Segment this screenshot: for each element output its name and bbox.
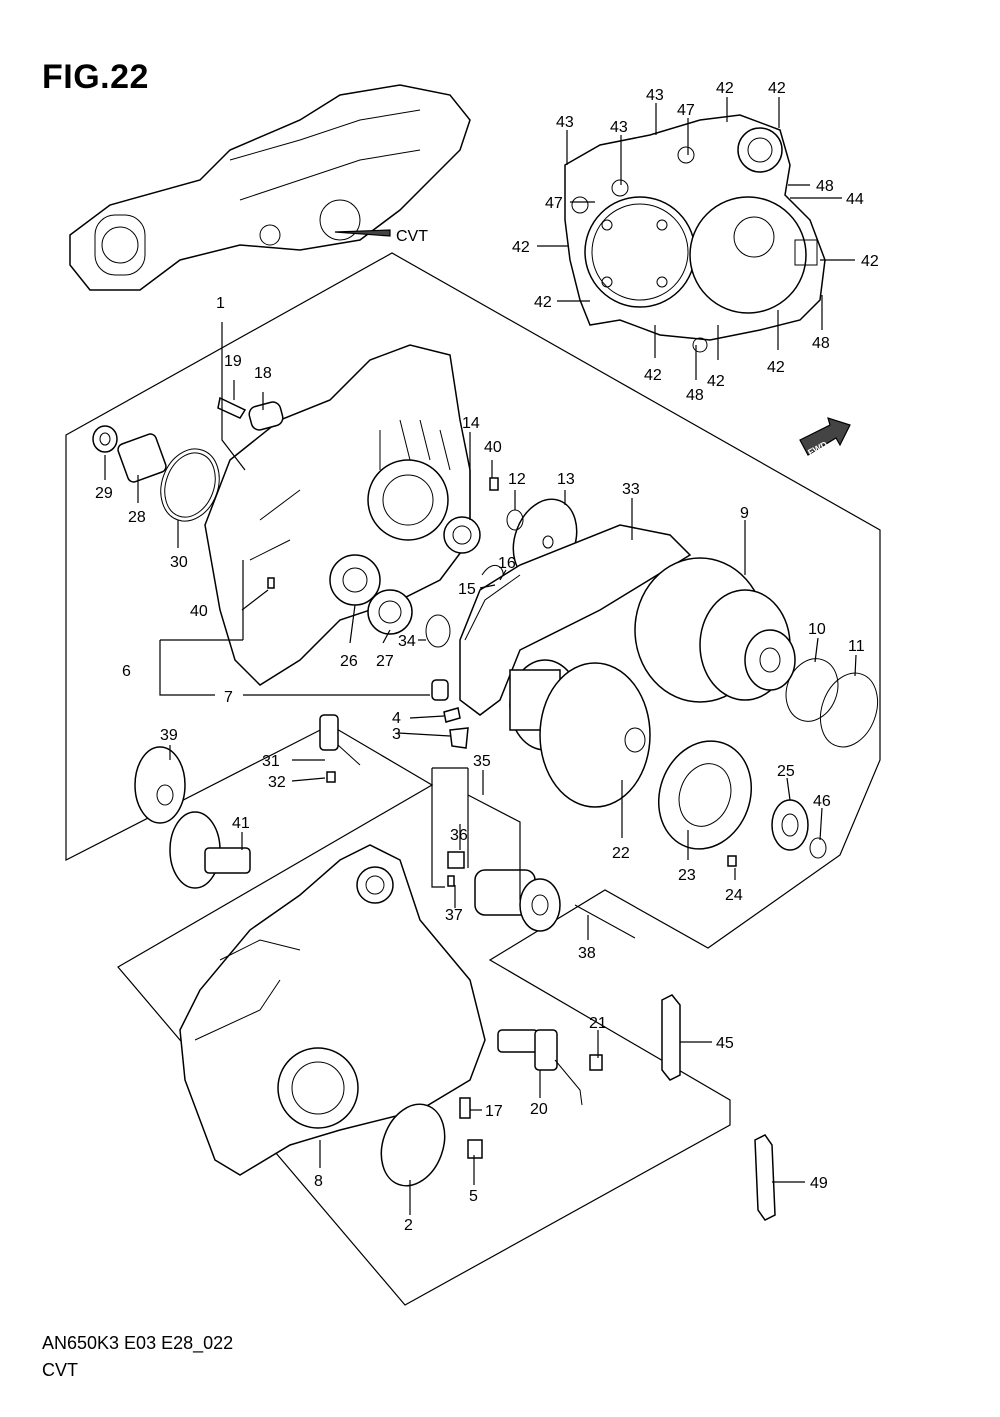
cvt-housing-rear: [564, 114, 826, 353]
callout-49: 49: [810, 1175, 828, 1192]
callout-48-a: 48: [816, 178, 834, 195]
callout-22: 22: [612, 845, 630, 862]
callout-8: 8: [314, 1173, 323, 1190]
callout-42-f: 42: [644, 367, 662, 384]
callout-13: 13: [557, 471, 575, 488]
speed-sensor: [319, 714, 361, 783]
callout-labels: 1 2 3 4 5 6 7 8 9 10 11 12 13 14 15 16 1…: [95, 80, 879, 1234]
footer-section-name: CVT: [42, 1360, 78, 1380]
callout-36: 36: [450, 827, 468, 844]
callout-29: 29: [95, 485, 113, 502]
figure-title: FIG.22: [42, 58, 149, 96]
callout-4: 4: [392, 710, 401, 727]
callout-12: 12: [508, 471, 526, 488]
assembly-outline: [65, 252, 881, 1306]
callout-1: 1: [216, 295, 225, 312]
callout-17: 17: [485, 1103, 503, 1120]
callout-18: 18: [254, 365, 272, 382]
callout-37: 37: [445, 907, 463, 924]
callout-27: 27: [376, 653, 394, 670]
callout-43-c: 43: [610, 119, 628, 136]
leader-lines: [104, 97, 857, 1215]
callout-47-b: 47: [545, 195, 563, 212]
callout-42-g: 42: [707, 373, 725, 390]
callout-15: 15: [458, 581, 476, 598]
callout-45: 45: [716, 1035, 734, 1052]
callout-6: 6: [122, 663, 131, 680]
callout-20: 20: [530, 1101, 548, 1118]
fwd-arrow: FWD: [799, 417, 851, 458]
callout-47-a: 47: [677, 102, 695, 119]
callout-42-e: 42: [534, 294, 552, 311]
callout-42-a: 42: [716, 80, 734, 97]
callout-31: 31: [262, 753, 280, 770]
callout-43-a: 43: [556, 114, 574, 131]
callout-11: 11: [848, 638, 865, 655]
bracket-lower: [754, 1134, 776, 1221]
callout-25: 25: [777, 763, 795, 780]
callout-34: 34: [398, 633, 416, 650]
callout-21: 21: [589, 1015, 607, 1032]
callout-5: 5: [469, 1188, 478, 1205]
callout-26: 26: [340, 653, 358, 670]
callout-43-b: 43: [646, 87, 664, 104]
callout-42-c: 42: [512, 239, 530, 256]
callout-35: 35: [473, 753, 491, 770]
callout-14: 14: [462, 415, 480, 432]
driven-pulley: [634, 557, 796, 703]
callout-23: 23: [678, 867, 696, 884]
callout-42-b: 42: [768, 80, 786, 97]
bolt-and-needle-bearing: [217, 396, 284, 431]
cover-cap-and-bolts: [380, 1097, 483, 1187]
callout-42-d: 42: [861, 253, 879, 270]
callout-16: 16: [498, 555, 516, 572]
drive-pulley: [509, 659, 651, 808]
engine-overview: CVT: [69, 84, 471, 291]
callout-39: 39: [160, 727, 178, 744]
callout-42-h: 42: [767, 359, 785, 376]
callout-10: 10: [808, 621, 826, 638]
callout-48-b: 48: [812, 335, 830, 352]
callout-2: 2: [404, 1217, 413, 1234]
callout-19: 19: [224, 353, 242, 370]
callout-9: 9: [740, 505, 749, 522]
callout-32: 32: [268, 774, 286, 791]
callout-30: 30: [170, 554, 188, 571]
drive-belt: [459, 524, 692, 716]
starter-motor: [447, 851, 636, 939]
bracket-upper: [661, 994, 681, 1081]
cvt-cover-inner: [204, 344, 481, 686]
callout-40-lower: 40: [190, 603, 208, 620]
callout-44: 44: [846, 191, 864, 208]
cooling-fan: [657, 740, 827, 867]
cvt-arrow-label: CVT: [396, 228, 428, 245]
callout-3: 3: [392, 726, 401, 743]
switch-assembly: [497, 1029, 603, 1106]
callout-41: 41: [232, 815, 250, 832]
callout-48-c: 48: [686, 387, 704, 404]
bearing-and-seals-left: [92, 425, 220, 522]
cvt-cover-outer: [179, 844, 486, 1176]
callout-28: 28: [128, 509, 146, 526]
footer-diagram-code: AN650K3 E03 E28_022: [42, 1333, 234, 1353]
o-rings-right: [785, 658, 879, 748]
duct-nozzle-and-clips: [425, 614, 469, 749]
callout-33: 33: [622, 481, 640, 498]
callout-24: 24: [725, 887, 743, 904]
callout-7: 7: [224, 689, 233, 706]
callout-46: 46: [813, 793, 831, 810]
reduction-gears: [134, 746, 251, 889]
callout-40-upper: 40: [484, 439, 502, 456]
callout-38: 38: [578, 945, 596, 962]
